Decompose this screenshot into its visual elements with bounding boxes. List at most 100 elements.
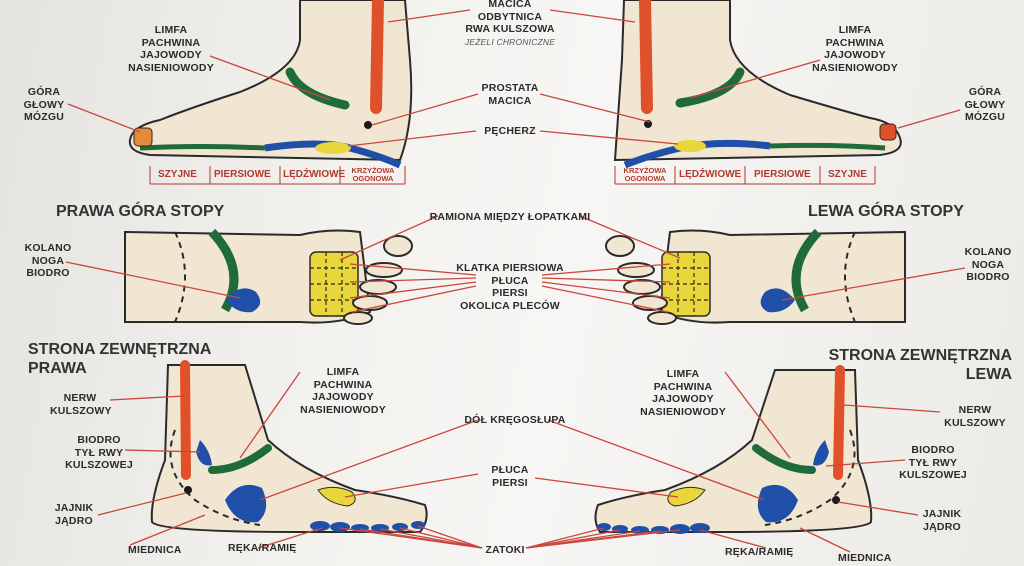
label-line: PIERSI — [492, 476, 528, 489]
label-line: TYŁ RWY — [908, 456, 958, 469]
neck-zone-green — [139, 144, 266, 151]
leader-lines — [65, 9, 966, 553]
label-line: BIODRO — [911, 444, 955, 456]
label-line: KULSZOWEJ — [65, 459, 133, 471]
label-line: ODBYTNICA — [477, 10, 543, 23]
label-line: JAJOWODY — [652, 393, 714, 405]
spine-low-blue-r — [757, 484, 798, 523]
label-line: NASIENIOWODY — [640, 405, 726, 418]
label-line: TYŁ RWY — [74, 446, 124, 459]
label-line: NOGA — [971, 258, 1005, 271]
label-limfa-mid-right: LIMFA PACHWINA JAJOWODY NASIENIOWODY — [628, 368, 738, 418]
lung-zone-yellow-r — [667, 486, 706, 507]
label-line: JAJOWODY — [824, 49, 886, 61]
label-line: GŁOWY — [964, 98, 1006, 111]
label-pluca: PŁUCA PIERSI — [475, 464, 545, 489]
label-line: PACHWINA — [313, 378, 373, 391]
label-line: RAMIONA MIĘDZY ŁOPATKAMI — [429, 211, 591, 223]
hip-zone-blue — [226, 288, 261, 313]
spine-low-blue — [225, 484, 267, 523]
label-dol-kregoslupa: DÓŁ KRĘGOSŁUPA — [450, 414, 580, 427]
label-line: OKOLICA PLECÓW — [460, 299, 560, 312]
lung-zone-yellow — [317, 486, 356, 507]
label-biodro-right: BIODRO TYŁ RWY KULSZOWEJ — [898, 444, 968, 482]
heading-strona-prawa: STRONA ZEWNĘTRZNA PRAWA — [28, 340, 211, 378]
sciatic-zone-red-b — [180, 360, 191, 480]
label-line: PIERSI — [492, 287, 528, 299]
label-kolano-left: KOLANO NOGA BIODRO — [18, 242, 78, 280]
brain-zone-r — [879, 123, 897, 141]
hip-zone-blue-b — [196, 440, 212, 466]
label-line: JAJNIK — [922, 508, 962, 520]
label-miednica-left: MIEDNICA — [128, 544, 182, 556]
label-line: PŁUCA — [491, 274, 529, 287]
heading-line: PRAWA — [28, 360, 87, 377]
label-line: MÓZGU — [964, 111, 1006, 123]
label-line: NERW — [958, 404, 992, 416]
label-line: JAJOWODY — [312, 391, 374, 403]
label-line: GŁOWY — [23, 98, 65, 111]
label-line: LIMFA — [666, 368, 700, 380]
segment-ledzwiowe-left: LĘDŹWIOWE — [283, 169, 346, 180]
label-jajnik-left: JAJNIK JĄDRO — [44, 502, 104, 527]
lymph-zone-green-r — [675, 67, 745, 108]
segment-line: OGONOWA — [352, 174, 394, 183]
bladder-zone-yellow-r — [674, 140, 706, 152]
label-line: PACHWINA — [825, 36, 885, 49]
segment-szyjne-right: SZYJNE — [828, 169, 867, 180]
foot-inner-right — [128, 0, 413, 185]
knee-zone-green-r — [791, 228, 822, 313]
hip-zone-blue-r — [760, 288, 795, 313]
sciatic-zone-red — [370, 0, 384, 114]
label-line: KULSZOWY — [50, 404, 112, 417]
label-line: PACHWINA — [141, 36, 201, 49]
label-reka-right: RĘKA/RAMIĘ — [725, 546, 794, 558]
label-line: NASIENIOWODY — [128, 61, 214, 74]
label-macica-top: MACICA ODBYTNICA RWA KULSZOWA JEŻELI CHR… — [460, 0, 560, 48]
label-line: BIODRO — [77, 434, 121, 446]
label-line: NASIENIOWODY — [300, 403, 386, 416]
label-line: NASIENIOWODY — [812, 61, 898, 74]
label-miednica-right: MIEDNICA — [838, 552, 892, 564]
ovary-point — [184, 486, 192, 494]
label-line: KULSZOWEJ — [899, 469, 967, 481]
foot-top-left — [605, 228, 906, 325]
heading-line: STRONA ZEWNĘTRZNA — [828, 347, 1012, 364]
neck-zone-green-r — [769, 142, 886, 151]
lymph-zone-green-b — [208, 444, 272, 474]
heading-line: LEWA — [965, 366, 1012, 383]
label-line: GÓRA — [968, 86, 1002, 98]
segment-line: KRZYŻOWA — [351, 166, 395, 175]
label-line: KOLANO — [964, 246, 1012, 258]
segment-piersiowe-right: PIERSIOWE — [754, 169, 811, 180]
label-line: MÓZGU — [23, 111, 65, 123]
label-ramiona: RAMIONA MIĘDZY ŁOPATKAMI — [410, 211, 610, 224]
heading-line: STRONA ZEWNĘTRZNA — [28, 341, 212, 358]
label-line: PROSTATA — [481, 82, 539, 94]
label-line: MACICA — [488, 0, 532, 10]
segment-krzyzowa-right: KRZYŻOWA OGONOWA — [617, 167, 673, 183]
foot-top-right — [124, 228, 413, 325]
label-line: RWA KULSZOWA — [465, 23, 555, 35]
hip-zone-blue-br — [813, 440, 829, 466]
label-line: GÓRA — [27, 86, 61, 98]
label-pecherz: PĘCHERZ — [470, 125, 550, 138]
segment-krzyzowa-left: KRZYŻOWA OGONOWA — [344, 167, 402, 183]
label-line: KOLANO — [24, 242, 72, 254]
sciatic-zone-red-r — [639, 0, 653, 114]
label-line: KLATKA PIERSIOWA — [456, 262, 564, 274]
prostate-point — [364, 121, 372, 129]
label-line: NERW — [63, 392, 97, 404]
label-line: BIODRO — [26, 267, 70, 279]
label-kolano-right: KOLANO NOGA BIODRO — [958, 246, 1018, 284]
segment-szyjne-left: SZYJNE — [158, 169, 197, 180]
label-line: PĘCHERZ — [484, 125, 536, 137]
label-note: JEŻELI CHRONICZNE — [464, 36, 556, 47]
label-jajnik-right: JAJNIK JĄDRO — [912, 508, 972, 533]
segment-ledzwiowe-right: LĘDŹWIOWE — [679, 169, 742, 180]
label-line: DÓŁ KRĘGOSŁUPA — [464, 414, 566, 426]
label-nerw-left: NERW KULSZOWY — [50, 392, 112, 417]
label-reka-left: RĘKA/RAMIĘ — [228, 542, 297, 554]
